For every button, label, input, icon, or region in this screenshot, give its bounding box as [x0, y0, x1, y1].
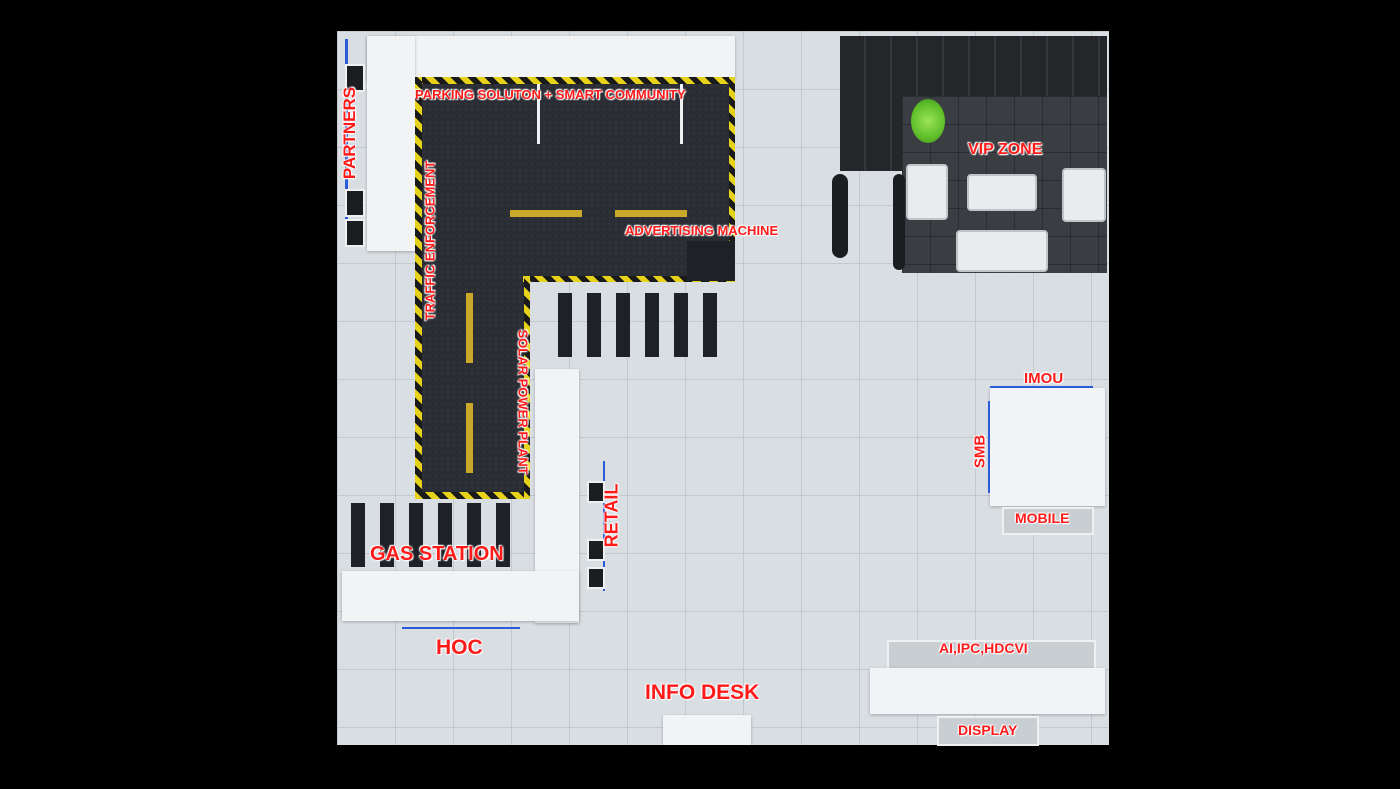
display-wall: [870, 668, 1105, 714]
label-advertising: ADVERTISING MACHINE: [625, 223, 779, 238]
advertising-platform: [687, 241, 735, 281]
smb-booth: [990, 388, 1105, 506]
vip-armchair-right: [1062, 168, 1106, 222]
zebra-6: [703, 293, 717, 357]
label-partners: PARTNERS: [340, 86, 359, 180]
parking-barriers: [537, 84, 683, 144]
road-marking-4: [466, 403, 473, 473]
hazard-inner-h: [523, 276, 735, 282]
retail-screen-1: [587, 481, 605, 503]
gas-zebra-5: [467, 503, 481, 567]
zebra-1: [558, 293, 572, 357]
hazard-left: [415, 77, 422, 499]
retail-screen-2: [587, 539, 605, 561]
label-gas: GAS STATION: [370, 543, 504, 565]
gas-zebra-3: [409, 503, 423, 567]
imou-accent: [990, 386, 1093, 388]
plant: [911, 99, 945, 143]
retail-accent: [603, 461, 605, 591]
info-desk: [663, 715, 751, 745]
road-marking-1: [510, 210, 582, 217]
label-traffic: TRAFFIC ENFORCEMENT: [422, 160, 438, 321]
turnstile-1: [832, 174, 848, 258]
gas-station-wall: [342, 571, 579, 621]
gas-zebra-4: [438, 503, 452, 567]
zebra-2: [587, 293, 601, 357]
label-parking: PARKING SOLUTON + SMART COMMUNITY: [415, 87, 686, 102]
label-mobile: MOBILE: [1015, 510, 1070, 526]
gas-zebra-6: [496, 503, 510, 567]
partners-accent: [345, 39, 348, 239]
label-hoc: HOC: [436, 636, 483, 659]
display-counter: [937, 716, 1039, 746]
vip-sofa: [956, 230, 1048, 272]
hazard-inner-v: [524, 276, 530, 499]
turnstile-2: [893, 174, 905, 270]
floor-plan: [337, 31, 1109, 746]
label-info: INFO DESK: [645, 681, 760, 704]
label-ai: AI,IPC,HDCVI: [939, 640, 1028, 656]
gas-zebra-1: [351, 503, 365, 567]
retail-screen-3: [587, 567, 605, 589]
zebra-5: [674, 293, 688, 357]
partners-wall: [367, 36, 735, 80]
vip-table: [967, 174, 1037, 211]
label-imou: IMOU: [1024, 370, 1064, 387]
zebra-3: [616, 293, 630, 357]
hazard-right: [729, 77, 735, 282]
vip-armchair-left: [906, 164, 948, 220]
label-retail: RETAIL: [601, 483, 622, 548]
road-marking-3: [466, 293, 473, 363]
mobile-counter: [1002, 507, 1094, 535]
label-smb: SMB: [971, 434, 989, 469]
road-marking-2: [615, 210, 687, 217]
hoc-accent: [402, 627, 520, 629]
partners-side-wall: [367, 36, 415, 251]
label-display: DISPLAY: [958, 722, 1018, 738]
hazard-top: [415, 77, 735, 84]
hazard-bottom: [415, 492, 530, 499]
label-vip: VIP ZONE: [968, 141, 1043, 158]
label-solar: SOLAR POWER PLANT: [515, 329, 531, 475]
ai-counter: [887, 640, 1096, 670]
partners-screen-1: [345, 64, 365, 92]
zebra-4: [645, 293, 659, 357]
partners-screen-2: [345, 189, 365, 217]
gas-zebra-2: [380, 503, 394, 567]
partners-screen-3: [345, 219, 365, 247]
smb-accent: [988, 401, 990, 493]
